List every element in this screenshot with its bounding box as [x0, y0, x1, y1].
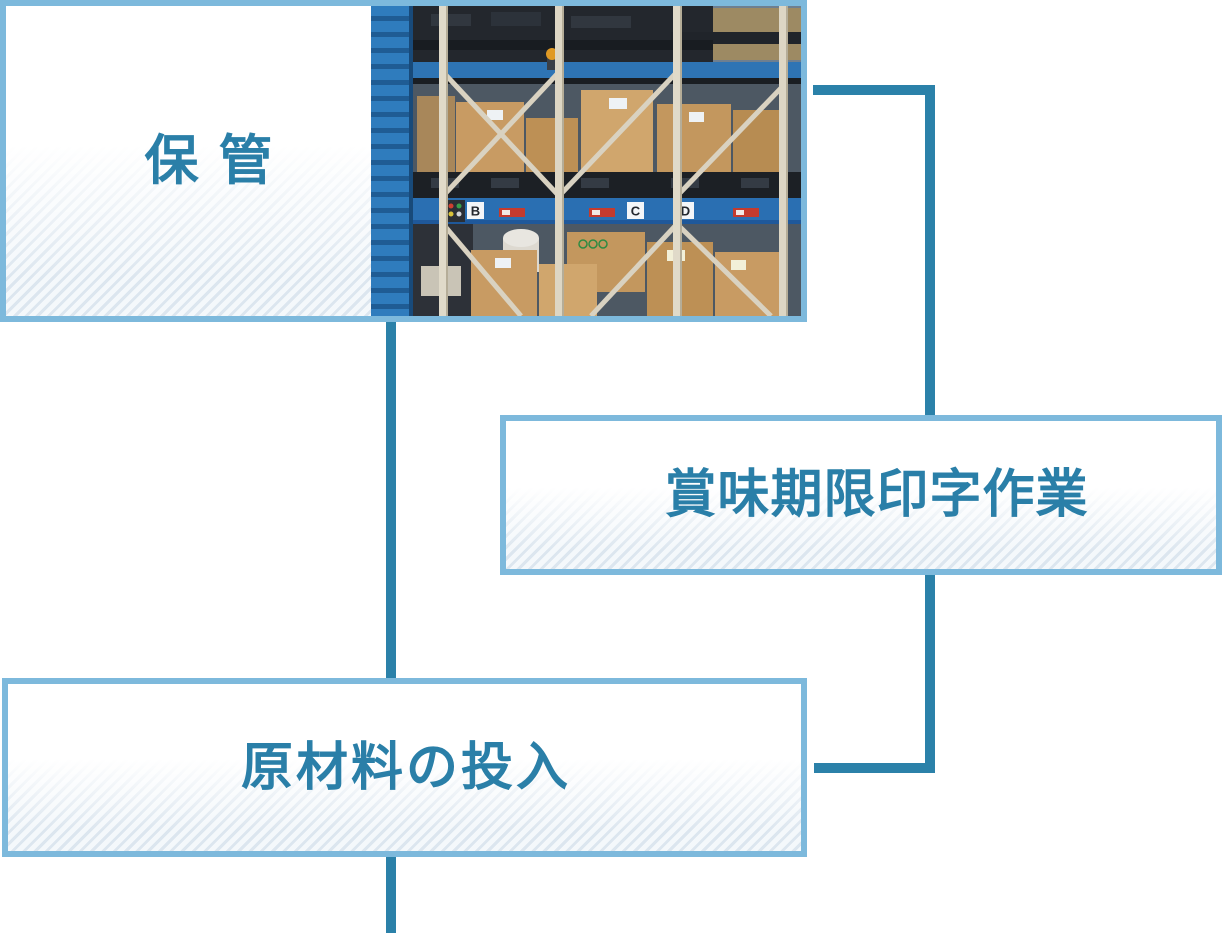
rack-posts — [439, 6, 788, 316]
connector-storage-to-input-vertical — [386, 322, 396, 678]
flow-box-date-printing: 賞味期限印字作業 — [500, 415, 1222, 575]
date-printing-label: 賞味期限印字作業 — [664, 466, 1089, 524]
rack-braces — [441, 70, 785, 316]
rack-label-d: D — [681, 204, 690, 219]
warehouse-photo: B C D — [371, 6, 801, 316]
raw-material-input-label: 原材料の投入 — [240, 738, 571, 797]
flow-box-raw-material-input: 原材料の投入 — [2, 678, 807, 857]
storage-label: 保管 — [144, 131, 293, 191]
upper-shelf-beam — [413, 62, 801, 78]
blue-bin-stack — [371, 6, 413, 316]
rack-label-c: C — [631, 204, 641, 219]
middle-box-row — [417, 90, 781, 174]
top-pallet-band — [413, 6, 801, 62]
main-blue-beam: B C D — [413, 198, 801, 224]
flow-box-storage: 保管 — [0, 0, 807, 322]
rack-label-b: B — [471, 204, 480, 219]
storage-label-wrap: 保管 — [6, 6, 411, 316]
pallet-band — [413, 172, 801, 198]
connector-input-right-horizontal — [814, 763, 935, 773]
connector-input-down-vertical — [386, 857, 396, 933]
connector-storage-right-horizontal — [813, 85, 935, 95]
warehouse-photo-illustration: B C D — [371, 6, 801, 316]
